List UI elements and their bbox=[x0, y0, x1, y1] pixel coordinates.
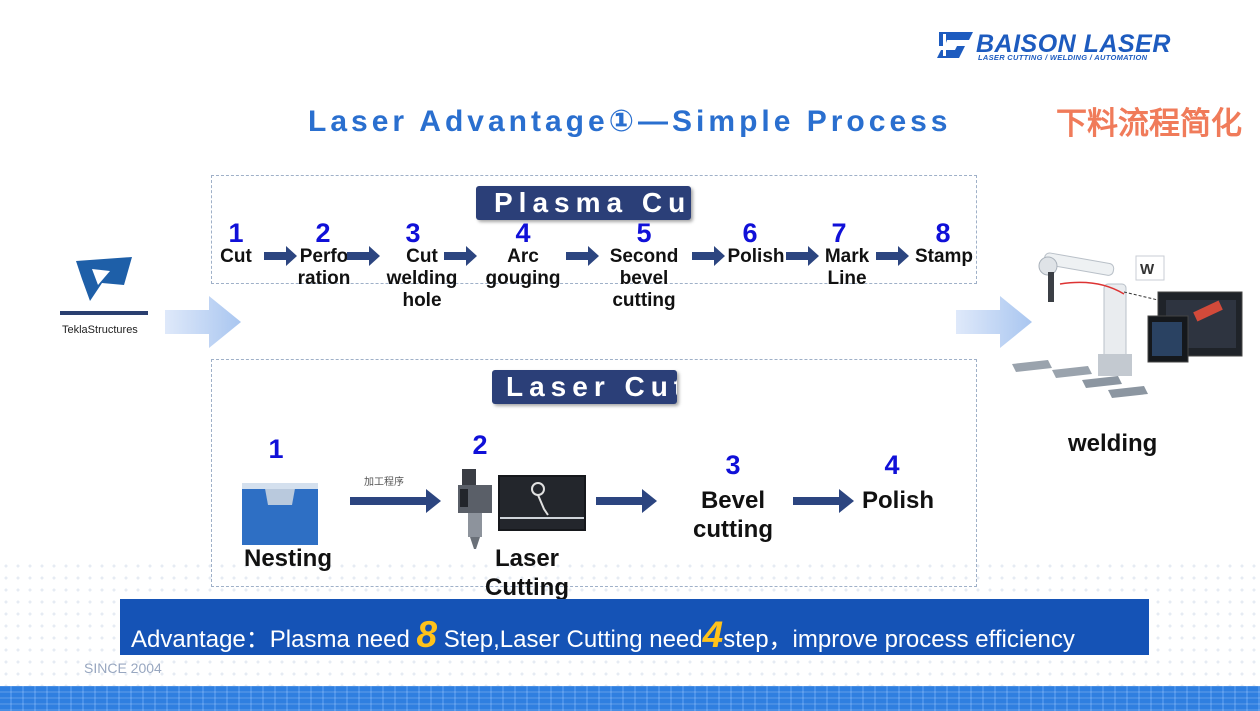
arrow-right-icon bbox=[566, 246, 599, 266]
advantage-banner bbox=[120, 599, 1149, 655]
plasma-step-number: 3 bbox=[405, 218, 421, 248]
footer-bar bbox=[0, 686, 1260, 711]
plasma-step-label: Arc gouging bbox=[485, 246, 561, 289]
laser-step-label: Bevel cutting bbox=[693, 487, 773, 543]
flow-arrow-left-icon bbox=[165, 296, 241, 348]
svg-text:W: W bbox=[1140, 261, 1155, 278]
flow-arrow-right-icon bbox=[956, 296, 1032, 348]
plasma-step-label: Mark Line bbox=[824, 246, 870, 289]
plasma-step-label: Cut welding hole bbox=[386, 246, 458, 311]
plasma-step-number: 8 bbox=[935, 218, 951, 248]
plasma-step-label: Second bevel cutting bbox=[609, 246, 679, 311]
plasma-step-number: 4 bbox=[515, 218, 531, 248]
baison-logo-icon bbox=[937, 32, 973, 58]
arrow-right-icon bbox=[876, 246, 909, 266]
arrow-right-icon bbox=[692, 246, 725, 266]
laser-step-number: 3 bbox=[725, 450, 741, 480]
laser-step-count: 4 bbox=[702, 614, 724, 655]
laser-cut-header: Laser Cut bbox=[492, 370, 677, 404]
laser-head-icon bbox=[458, 469, 492, 549]
since-label: SINCE 2004 bbox=[84, 660, 162, 676]
plasma-step-count: 8 bbox=[416, 614, 438, 655]
laser-step-number: 1 bbox=[268, 434, 284, 464]
banner-suffix: step，improve process efficiency bbox=[723, 626, 1075, 653]
plasma-step-label: Perfo ration bbox=[297, 246, 351, 289]
brand-name: BAISON LASER bbox=[976, 30, 1171, 58]
plasma-step-label: Cut bbox=[220, 246, 252, 267]
arrow-right-icon bbox=[793, 489, 854, 513]
laser-step-number: 2 bbox=[472, 430, 488, 460]
plasma-step-label: Polish bbox=[727, 246, 785, 267]
chinese-title: 下料流程简化 bbox=[1056, 106, 1242, 142]
footer-bar-pattern bbox=[0, 686, 1260, 711]
laser-step-label: Nesting bbox=[243, 545, 332, 572]
plasma-cut-header: Plasma Cut bbox=[476, 186, 691, 220]
tekla-label: TeklaStructures bbox=[62, 324, 138, 336]
welding-label: welding bbox=[1068, 430, 1158, 457]
laser-cut-box bbox=[211, 359, 977, 587]
arrow-right-icon bbox=[444, 246, 477, 266]
laser-step-label: Laser Cutting bbox=[485, 545, 569, 601]
laser-step-number: 4 bbox=[884, 450, 900, 480]
arrow-right-icon bbox=[264, 246, 297, 266]
brand-tagline: LASER CUTTING / WELDING / AUTOMATION bbox=[978, 53, 1148, 62]
arrow-right-icon bbox=[786, 246, 819, 266]
plasma-step-number: 1 bbox=[228, 218, 244, 248]
plasma-step-number: 5 bbox=[636, 218, 652, 248]
laser-step-label: Polish bbox=[861, 487, 934, 514]
plasma-step-number: 6 bbox=[742, 218, 758, 248]
plasma-step-number: 2 bbox=[315, 218, 331, 248]
arrow-right-icon bbox=[347, 246, 380, 266]
tekla-logo-icon bbox=[76, 257, 132, 301]
plasma-step-label: Stamp bbox=[914, 246, 974, 267]
banner-prefix: Advantage：Plasma need bbox=[131, 626, 417, 653]
tekla-divider bbox=[60, 311, 148, 315]
cutting-display-icon bbox=[498, 475, 586, 531]
plasma-step-number: 7 bbox=[831, 218, 847, 248]
nesting-icon bbox=[242, 483, 318, 545]
advantage-text: Advantage：Plasma need 8 Step,Laser Cutti… bbox=[131, 614, 1075, 656]
welding-robot-icon: W bbox=[1012, 252, 1243, 398]
program-label: 加工程序 bbox=[364, 477, 404, 488]
arrow-right-icon bbox=[596, 489, 657, 513]
plasma-cut-box bbox=[211, 175, 977, 284]
banner-middle: Step,Laser Cutting need bbox=[437, 626, 703, 653]
arrow-right-icon bbox=[350, 489, 441, 513]
page-title: Laser Advantage①—Simple Process bbox=[308, 105, 952, 138]
